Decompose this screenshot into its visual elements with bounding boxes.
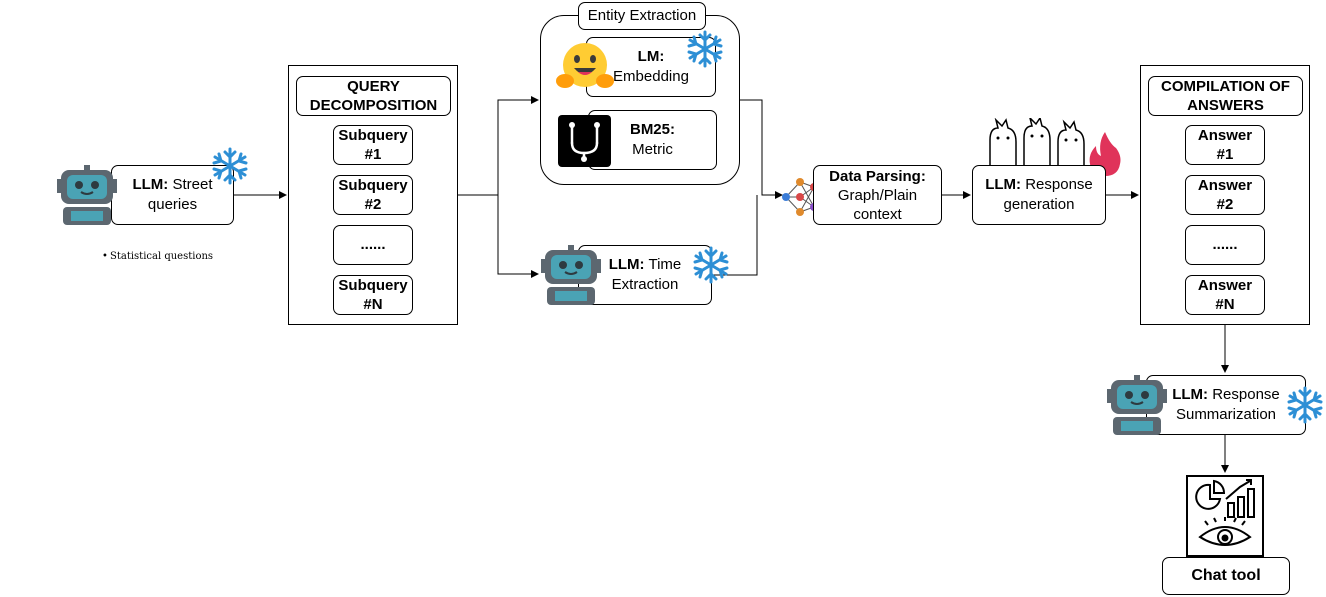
data-parsing-box: Data Parsing: Graph/Plain context — [813, 165, 942, 225]
answer-label: Answer — [1197, 277, 1253, 294]
subquery-number: #N — [363, 296, 383, 313]
compilation-title: COMPILATION OF ANSWERS — [1148, 76, 1303, 116]
snowflake-icon — [212, 147, 248, 185]
subquery-ellipsis: ...... — [333, 225, 413, 265]
dashboard-icon — [1195, 479, 1255, 546]
subquery-n: Subquery #N — [333, 275, 413, 315]
answer-number: #N — [1215, 296, 1235, 313]
context-label: context — [853, 205, 902, 223]
street-label: Street — [168, 176, 213, 193]
subquery-label: Subquery — [338, 127, 408, 144]
snowflake-icon — [1287, 386, 1323, 424]
snowflake-icon — [693, 246, 729, 284]
answer-2: Answer #2 — [1185, 175, 1265, 215]
llm-label: LLM: — [1172, 386, 1209, 403]
llm-label: LLM: — [608, 256, 645, 273]
ellipsis-label: ...... — [1212, 236, 1238, 253]
robot-icon — [1107, 375, 1167, 435]
snowflake-icon — [687, 30, 723, 68]
subquery-number: #2 — [364, 196, 382, 213]
answer-ellipsis: ...... — [1185, 225, 1265, 265]
title-line-2: ANSWERS — [1187, 97, 1264, 114]
summarization-label: Summarization — [1175, 406, 1277, 423]
answer-n: Answer #N — [1185, 275, 1265, 315]
ellipsis-label: ...... — [360, 236, 386, 253]
data-parsing-label: Data Parsing: — [829, 167, 926, 185]
generation-label: generation — [1003, 196, 1075, 213]
line-entity-to-parsing — [740, 99, 783, 199]
title-line-2: DECOMPOSITION — [309, 97, 438, 114]
llm-response-generation-box: LLM: Response generation — [972, 165, 1106, 225]
time-label: Time — [644, 256, 682, 273]
lm-label: LM: — [637, 48, 665, 65]
robot-icon — [57, 165, 117, 225]
answer-label: Answer — [1197, 127, 1253, 144]
metric-label: Metric — [632, 141, 673, 158]
subquery-number: #1 — [364, 146, 382, 163]
llm-response-summarization-box: LLM: Response Summarization — [1146, 375, 1306, 435]
hugging-face-icon — [556, 43, 614, 88]
chat-tool-button[interactable]: Chat tool — [1162, 557, 1290, 595]
bm25-logo-icon — [558, 115, 611, 167]
subquery-label: Subquery — [338, 177, 408, 194]
entity-extraction-label: Entity Extraction — [578, 2, 706, 30]
dashboard-panel — [1186, 475, 1264, 557]
embedding-label: Embedding — [613, 68, 689, 85]
response-label: Response — [1208, 386, 1280, 403]
title-line-1: QUERY — [347, 78, 400, 95]
bullet-note: Statistical questions — [110, 251, 214, 262]
subquery-label: Subquery — [338, 277, 408, 294]
llm-label: LLM: — [985, 176, 1022, 193]
title-line-1: COMPILATION OF — [1161, 78, 1290, 95]
llm-label: LLM: — [132, 176, 169, 193]
answer-label: Answer — [1197, 177, 1253, 194]
subquery-1: Subquery #1 — [333, 125, 413, 165]
arrow-decomp-to-time — [497, 195, 539, 278]
bullet-list: •Statistical questions — [102, 251, 214, 262]
bm25-label: BM25: — [629, 121, 675, 138]
answer-number: #1 — [1216, 146, 1234, 163]
subquery-2: Subquery #2 — [333, 175, 413, 215]
query-decomposition-title: QUERY DECOMPOSITION — [296, 76, 451, 116]
robot-icon — [541, 245, 601, 305]
queries-label: queries — [147, 196, 198, 213]
arrow-decomp-to-entity — [458, 96, 539, 196]
graph-plain-label: Graph/Plain — [837, 186, 918, 204]
llm-time-extraction-box: LLM: Time Extraction — [578, 245, 712, 305]
response-label: Response — [1021, 176, 1093, 193]
answer-1: Answer #1 — [1185, 125, 1265, 165]
answer-number: #2 — [1216, 196, 1234, 213]
eye-icon — [1198, 517, 1252, 546]
extraction-label: Extraction — [611, 276, 679, 293]
llama-icon — [989, 118, 1085, 168]
